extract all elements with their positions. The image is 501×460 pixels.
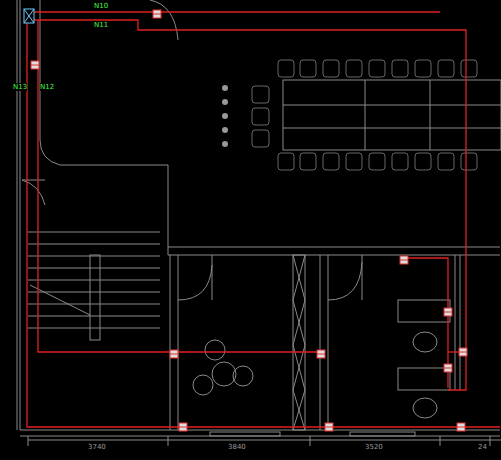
dimension-text: 3840 [228, 443, 246, 451]
plants [222, 85, 228, 147]
panel-cross [24, 9, 34, 23]
dimension-text: 3520 [365, 443, 383, 451]
circuit-label: N11 [94, 21, 108, 29]
circuit-label: N13 [13, 83, 27, 91]
walls [17, 0, 501, 446]
dimension-text: 3740 [88, 443, 106, 451]
devices [31, 10, 467, 431]
circuit-label: N12 [40, 83, 54, 91]
circuit-label: N10 [94, 2, 108, 10]
dimension-text: 24 [478, 443, 487, 451]
chairs [252, 60, 477, 170]
panel-symbol [24, 9, 34, 23]
wires [27, 12, 500, 430]
